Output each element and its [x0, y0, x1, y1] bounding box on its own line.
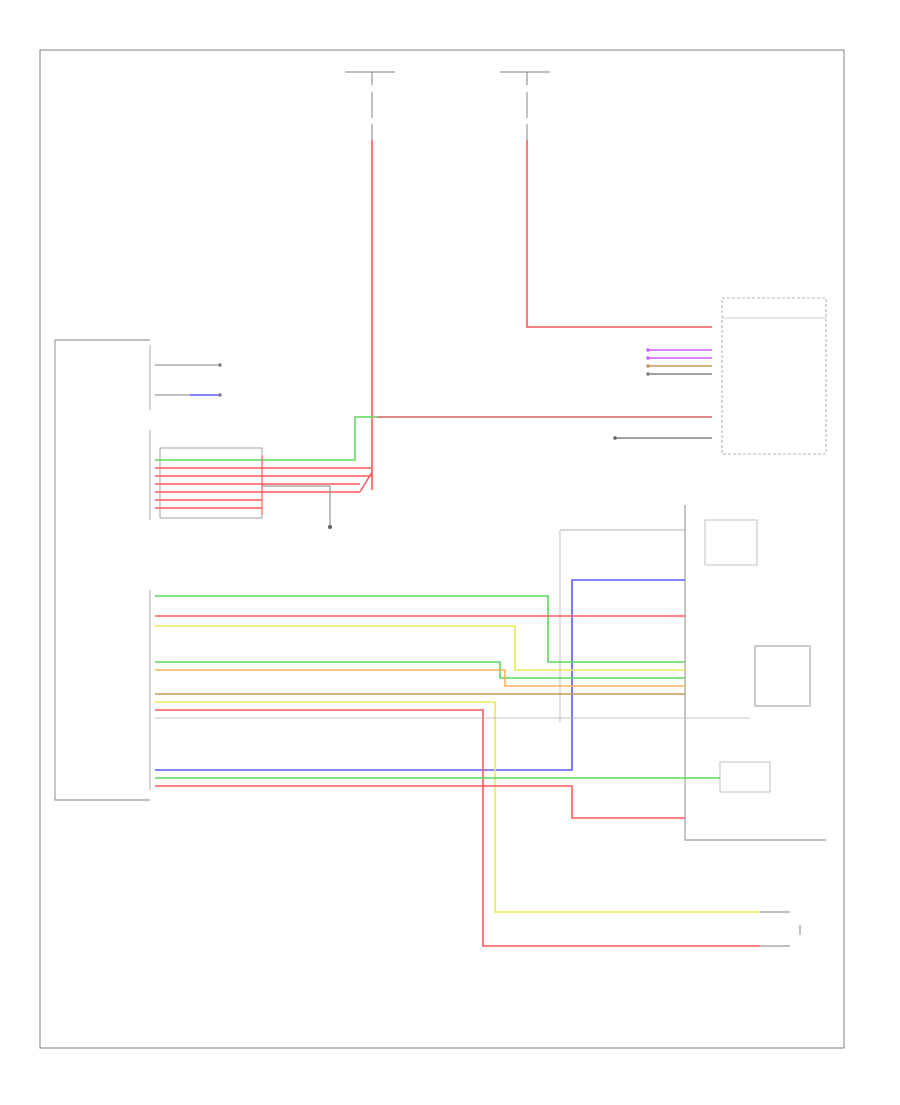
- fuse-left-top: [345, 71, 395, 140]
- control-module-outline: [54, 339, 150, 801]
- page-frame: [39, 49, 845, 1049]
- actuator-outline: [684, 505, 826, 841]
- wire-red-feed-2: [526, 140, 712, 328]
- motor-block: [754, 645, 811, 707]
- temp-sensor-block: [704, 519, 758, 566]
- fuse-right-top: [500, 71, 550, 140]
- oil-temp-sensor: [760, 911, 801, 947]
- central-junction-box: [721, 297, 827, 455]
- position-sensor-block: [719, 761, 771, 793]
- wires-lower: [155, 529, 760, 947]
- wires-mid-bundle: [155, 416, 377, 509]
- jb-pins: [377, 349, 712, 439]
